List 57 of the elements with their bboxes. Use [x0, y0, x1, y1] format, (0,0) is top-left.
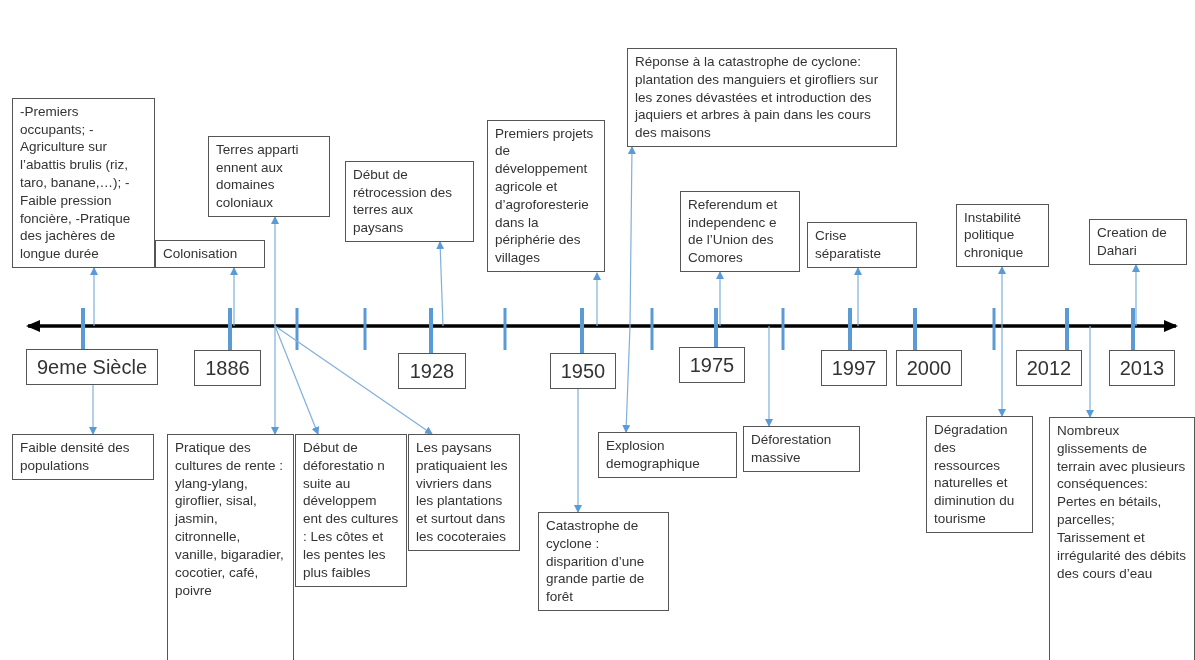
event-box: Terres apparti ennent aux domaines coloniaux	[208, 135, 330, 217]
date-box: 1928	[398, 353, 466, 389]
timeline-axis	[26, 320, 1178, 332]
arrow	[854, 267, 862, 327]
date-box: 2013	[1109, 350, 1175, 386]
event-box: Instabilité politique chronique	[956, 203, 1049, 267]
arrow	[627, 146, 636, 327]
event-box: Faible densité des populations	[12, 434, 154, 480]
arrow	[230, 267, 238, 327]
arrow	[436, 241, 445, 327]
arrow	[1086, 325, 1094, 418]
arrow	[274, 325, 320, 435]
tick-line	[580, 308, 584, 353]
tick-line	[1065, 308, 1069, 350]
event-box: Début de rétrocession des terres aux paysans	[345, 160, 474, 242]
event-box: Les paysans pratiquaient les vivriers dans les plantations et surtout dans les cocoteraies	[408, 434, 520, 551]
date-box: 1950	[550, 353, 616, 389]
event-box: Dégradation des ressources naturelles et diminution du tourisme	[926, 416, 1033, 533]
event-box: Début de déforestatio n suite au développem ent des cultures : Les côtes et les pentes les plus faibles	[295, 434, 407, 587]
arrow	[271, 325, 279, 435]
event-box: Catastrophe de cyclone : disparition d’une grande partie de forêt	[538, 512, 669, 612]
arrow	[716, 271, 724, 327]
date-box: 9eme Siècle	[26, 349, 158, 385]
tick-line	[1131, 308, 1135, 350]
event-box: Premiers projets de développement agricole et d’agroforesterie dans la périphérie des villages	[487, 119, 605, 272]
event-box: Creation de Dahari	[1089, 219, 1187, 265]
event-box: -Premiers occupants; -Agriculture sur l’abattis brulis (riz, taro, banane,…); -Faible pression foncière, -Pratique des jachères de longue durée	[12, 97, 155, 268]
arrow	[1132, 264, 1140, 327]
event-box: Nombreux glissements de terrain avec plusieurs conséquences: Pertes en bétails, parcelles; Tarissement et irrégularité des débits des cours d’eau	[1049, 417, 1195, 660]
arrow	[271, 216, 279, 327]
event-box: Crise séparatiste	[807, 222, 917, 268]
arrow	[274, 325, 433, 435]
event-box: Pratique des cultures de rente : ylang-ylang, giroflier, sisal, jasmin, citronnelle, vanille, bigaradier, cocotier, café, poivre	[167, 434, 294, 660]
tick-line	[848, 308, 852, 350]
date-box: 1886	[194, 350, 261, 386]
date-box: 2000	[896, 350, 962, 386]
arrow	[574, 388, 582, 513]
date-box: 1997	[821, 350, 887, 386]
tick-line	[228, 308, 232, 350]
arrow	[593, 272, 601, 327]
tick-line	[81, 308, 85, 349]
event-box: Réponse à la catastrophe de cyclone: plantation des manguiers et girofliers sur les zones dévastées et introduction des jaquiers et arbres à pain dans les cours des maisons	[627, 47, 897, 147]
arrow	[622, 325, 631, 433]
arrow	[90, 267, 98, 327]
date-box: 2012	[1016, 350, 1082, 386]
tick-line	[714, 308, 718, 347]
arrow	[998, 266, 1006, 327]
event-box: Referendum et independenc e de l’Union des Comores	[680, 190, 800, 272]
event-box: Déforestation massive	[743, 426, 860, 472]
arrow	[765, 325, 773, 427]
event-box: Explosion demographique	[598, 432, 737, 478]
event-box: Colonisation	[155, 240, 265, 268]
arrow	[89, 384, 97, 435]
tick-line	[913, 308, 917, 350]
arrow	[998, 325, 1006, 417]
date-box: 1975	[679, 347, 745, 383]
tick-line	[429, 308, 433, 353]
